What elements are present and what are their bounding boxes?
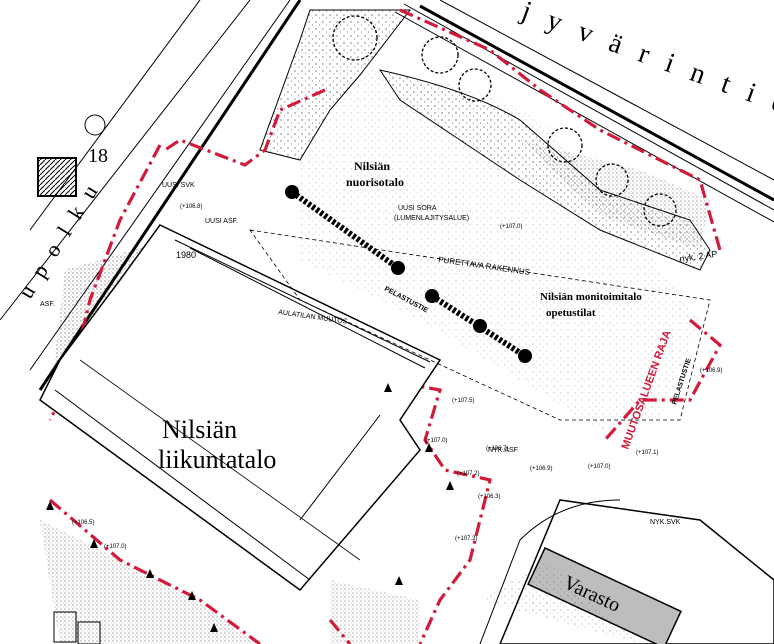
- facade-elements: [285, 185, 532, 363]
- asf-label: ASF.: [40, 301, 55, 308]
- change-area-boundary: [48, 8, 723, 644]
- sports-hall: Nilsiän liikuntatalo 1980: [39, 224, 442, 592]
- new-svk-label: UUSI SVK: [162, 182, 195, 189]
- community-house-name-line2: opetustilat: [546, 307, 596, 319]
- elevation-label: (+107.5): [452, 398, 475, 404]
- sports-hall-name-line2: liikuntatalo: [158, 445, 276, 474]
- park-area: [300, 70, 700, 430]
- snow-area-label: (LUMENLAJITYSALUE): [394, 215, 469, 222]
- elevation-label: (+106.3): [478, 494, 501, 500]
- elevation-label: (+106.9): [700, 368, 723, 374]
- elevation-label: (+107.1): [636, 450, 659, 456]
- elevation-label: (+107.0): [425, 438, 448, 444]
- parking-stalls: [53, 611, 101, 644]
- elevation-label: (+107.0): [588, 464, 611, 470]
- elevation-label: (+107.3): [455, 536, 478, 542]
- youth-house-name-line1: Nilsiän: [354, 159, 390, 173]
- nyk-svk-label: NYK.SVK: [650, 519, 681, 526]
- elevation-labels: (+107.0) (+106.7) (+107.1) (+106.9) (+10…: [72, 204, 723, 550]
- direction-markers: [46, 383, 454, 632]
- year-label: 1980: [176, 250, 196, 260]
- new-gravel-label: UUSI SORA: [398, 205, 437, 212]
- elevation-label: (+107.2): [457, 471, 480, 477]
- sports-hall-name-line1: Nilsiän: [162, 415, 237, 444]
- nyk-asf-label: NYK.ASF: [488, 447, 518, 454]
- elevation-label: (+106.8): [180, 204, 203, 210]
- elevation-label: (+106.9): [530, 466, 553, 472]
- elevation-label: (+106.5): [72, 520, 95, 526]
- road-name-top: j y v ä r i n t i e: [517, 0, 774, 122]
- elevation-label: (+107.0): [104, 544, 127, 550]
- community-house-name-line1: Nilsiän monitoimitalo: [540, 291, 642, 303]
- neighbor-plot: 18: [37, 114, 108, 197]
- new-asf-label: UUSI ASF.: [205, 218, 238, 225]
- elevation-label: (+106.7): [486, 446, 509, 452]
- plot-number: 18: [88, 145, 108, 167]
- youth-house-name-line2: nuorisotalo: [346, 175, 404, 189]
- elevation-label: (+107.0): [500, 224, 523, 230]
- bottom-right-area: Varasto: [479, 499, 774, 644]
